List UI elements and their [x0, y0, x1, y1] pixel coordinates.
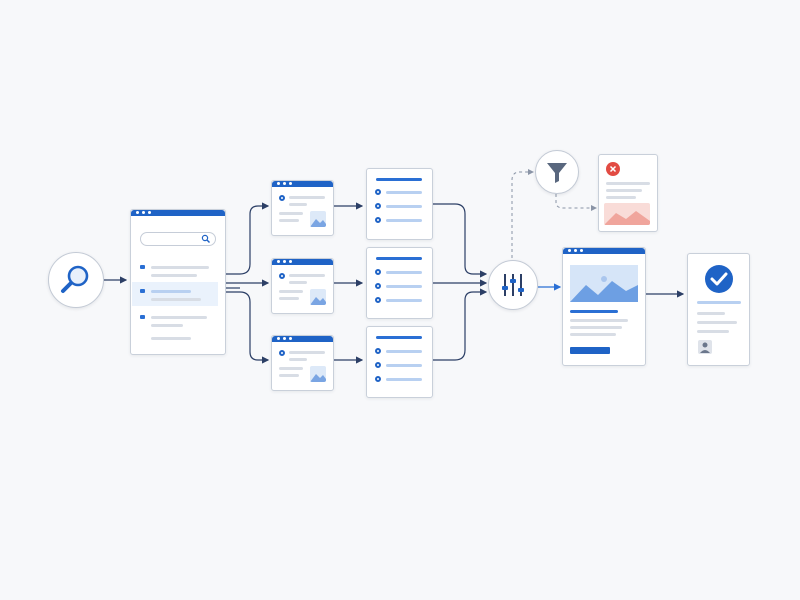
- confirmation-line: [697, 301, 741, 304]
- checklist-line: [386, 299, 422, 302]
- article-image: [570, 265, 638, 302]
- card-bullet: [279, 195, 285, 201]
- user-icon: [700, 342, 710, 353]
- checklist-line: [386, 191, 422, 194]
- result-line: [151, 274, 197, 277]
- card-line: [289, 358, 307, 361]
- card-titlebar: [272, 181, 333, 187]
- funnel-icon: [547, 163, 567, 183]
- sliders-icon: [502, 274, 524, 296]
- card-titlebar: [272, 259, 333, 265]
- image-thumbnail: [310, 289, 326, 305]
- card-line: [279, 290, 303, 293]
- checklist-line: [386, 285, 422, 288]
- result-marker: [140, 315, 145, 319]
- confirmation-line: [697, 330, 729, 333]
- connector-checklist-bot-to-filter: [433, 288, 488, 361]
- checklist-bullet: [375, 376, 381, 382]
- connector-results-to-card-top: [226, 202, 270, 275]
- card-line: [279, 367, 303, 370]
- checklist-header: [376, 178, 422, 181]
- checklist-bullet: [375, 217, 381, 223]
- card-line: [289, 203, 307, 206]
- article-line: [570, 326, 622, 329]
- card-bullet: [279, 273, 285, 279]
- window-titlebar: [563, 248, 645, 254]
- result-marker: [140, 265, 145, 269]
- connector-checklist-top-to-filter: [433, 203, 488, 278]
- checklist-line: [386, 205, 422, 208]
- checklist-line: [386, 364, 422, 367]
- result-line: [151, 316, 207, 319]
- card-line: [279, 212, 303, 215]
- checklist-card: [366, 168, 433, 240]
- result-line: [151, 266, 209, 269]
- search-icon: [201, 234, 210, 243]
- confirmation-line: [697, 321, 737, 324]
- card-bullet: [279, 350, 285, 356]
- image-thumbnail: [310, 366, 326, 382]
- checklist-line: [386, 271, 422, 274]
- result-line: [151, 298, 201, 301]
- card-titlebar: [272, 336, 333, 342]
- checklist-bullet: [375, 297, 381, 303]
- result-row-highlight: [132, 282, 218, 306]
- search-results-window: [130, 209, 226, 355]
- card-line: [606, 182, 650, 185]
- confirmation-card: [687, 253, 750, 366]
- card-line: [606, 196, 636, 199]
- rejected-card: [598, 154, 658, 232]
- checklist-bullet: [375, 348, 381, 354]
- checklist-line: [386, 350, 422, 353]
- confirmation-line: [697, 312, 725, 315]
- window-titlebar: [131, 210, 225, 216]
- checklist-bullet: [375, 269, 381, 275]
- checklist-card: [366, 326, 433, 398]
- image-thumbnail: [310, 211, 326, 227]
- card-line: [289, 281, 307, 284]
- checklist-line: [386, 378, 422, 381]
- card-line: [606, 189, 642, 192]
- rejected-image: [604, 203, 650, 225]
- checklist-header: [376, 257, 422, 260]
- card-line: [289, 196, 325, 199]
- checklist-header: [376, 336, 422, 339]
- result-line: [151, 290, 191, 293]
- card-line: [289, 274, 325, 277]
- card-line: [289, 351, 325, 354]
- result-card: [271, 335, 334, 391]
- article-line: [570, 333, 616, 336]
- checklist-bullet: [375, 283, 381, 289]
- connector-filter-to-funnel: [511, 169, 534, 258]
- article-line: [570, 319, 628, 322]
- magnifier-icon: [61, 265, 89, 293]
- filter-node: [488, 260, 538, 310]
- result-line: [151, 337, 191, 340]
- checkmark-icon: [705, 265, 733, 293]
- result-line: [151, 324, 183, 327]
- result-card: [271, 180, 334, 236]
- article-title-line: [570, 310, 618, 313]
- card-line: [279, 219, 299, 222]
- article-button: [570, 347, 610, 354]
- connector-funnel-to-rejected: [555, 188, 597, 211]
- checklist-bullet: [375, 362, 381, 368]
- avatar: [698, 340, 712, 354]
- result-card: [271, 258, 334, 314]
- connector-results-to-card-bot: [226, 291, 270, 364]
- article-window: [562, 247, 646, 366]
- card-line: [279, 374, 299, 377]
- card-line: [279, 297, 299, 300]
- checklist-line: [386, 219, 422, 222]
- checklist-card: [366, 247, 433, 319]
- search-input: [140, 232, 216, 246]
- reject-icon: [606, 162, 620, 176]
- result-marker: [140, 289, 145, 293]
- search-node: [48, 252, 104, 308]
- funnel-node: [535, 150, 579, 194]
- checklist-bullet: [375, 203, 381, 209]
- checklist-bullet: [375, 189, 381, 195]
